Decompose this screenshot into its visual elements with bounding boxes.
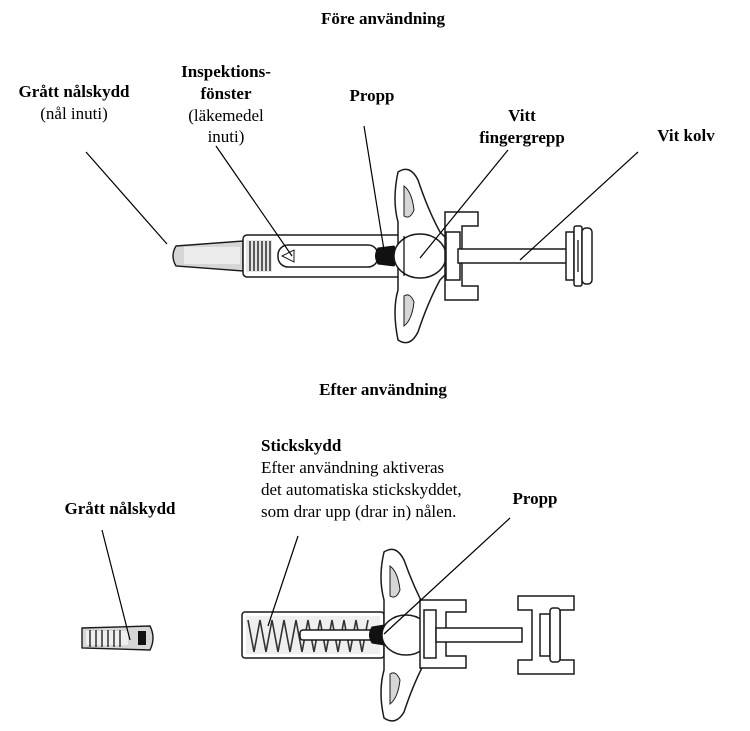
after-needle-cap	[81, 625, 154, 651]
guard-note-line3: som drar upp (drar in) nålen.	[261, 502, 457, 521]
after-stopper-label: Propp	[512, 489, 558, 508]
guard-note-line1: Efter användning aktiveras	[261, 458, 445, 477]
window-note-line2: inuti)	[207, 127, 245, 146]
after-plunger	[419, 595, 575, 675]
guard-label: Stickskydd	[261, 436, 342, 455]
before-stopper-label: Propp	[349, 86, 395, 105]
before-needle-cap-note: (nål inuti)	[40, 104, 108, 123]
finger-grip-label-line2: fingergrepp	[479, 128, 565, 147]
plunger-label: Vit kolv	[657, 126, 715, 145]
needle-guard-extended	[241, 611, 385, 659]
before-needle-cap	[172, 240, 244, 272]
guard-note-line2: det automatiska stickskyddet,	[261, 480, 462, 499]
before-guard-ridges	[246, 240, 272, 272]
finger-grip-label-line1: Vitt	[508, 106, 536, 125]
window-label-line1: Inspektions-	[181, 62, 271, 81]
after-title: Efter användning	[319, 380, 447, 399]
before-title: Före användning	[321, 9, 445, 28]
before-syringe	[172, 168, 593, 344]
window-label-line2: fönster	[200, 84, 252, 103]
leader-lines	[85, 125, 639, 641]
before-plunger	[444, 211, 593, 301]
after-needle-cap-label: Grått nålskydd	[64, 499, 176, 518]
before-needle-cap-label: Grått nålskydd	[18, 82, 130, 101]
window-note-line1: (läkemedel	[188, 106, 264, 125]
after-syringe	[81, 548, 575, 722]
